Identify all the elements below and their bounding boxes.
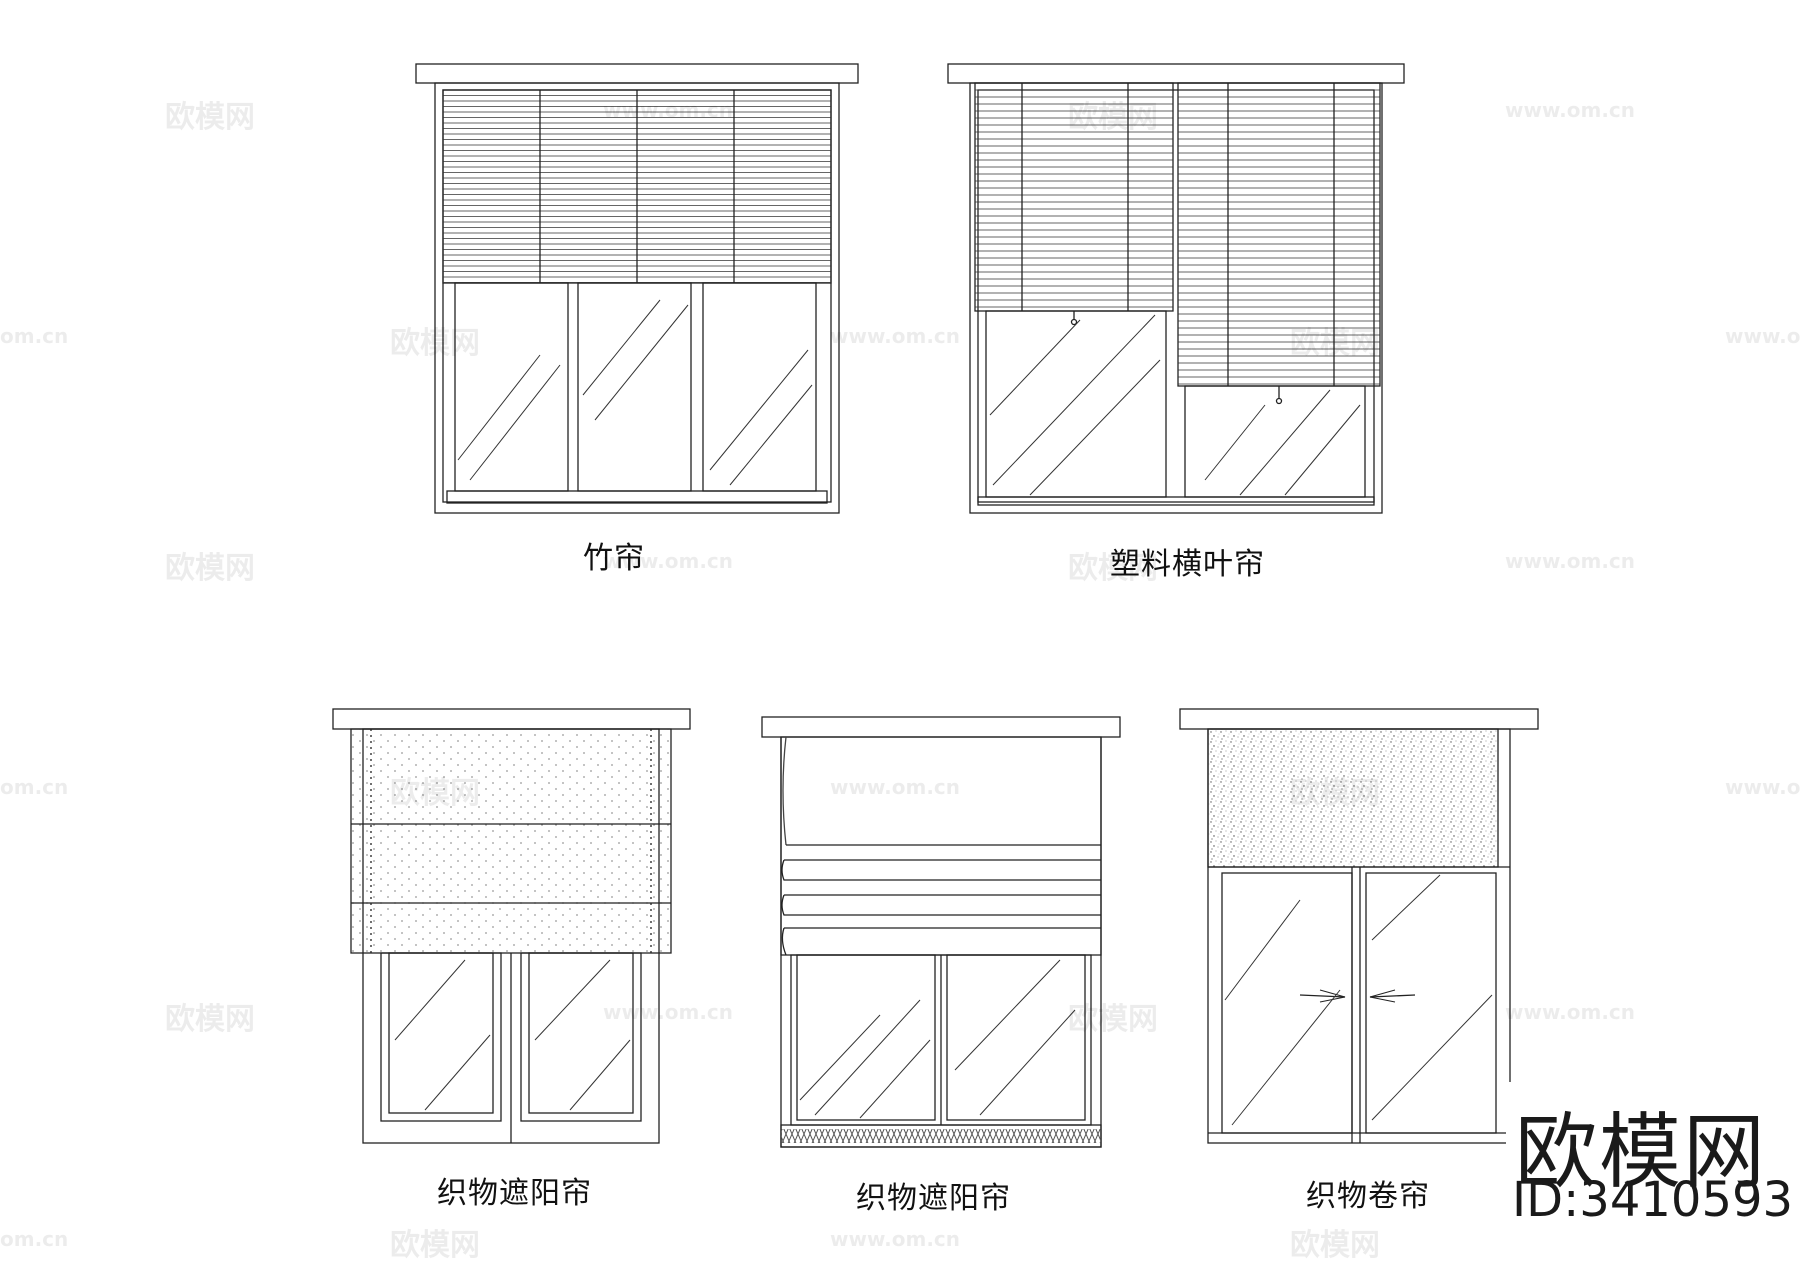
glass-pane: [702, 282, 817, 492]
glass-pane: [1221, 872, 1353, 1134]
watermark-text: 欧模网: [390, 326, 480, 361]
caption-fabric-shade-1: 织物遮阳帘: [437, 1176, 592, 1211]
watermark-text: 欧模网: [390, 776, 480, 811]
glass-pane: [985, 310, 1167, 498]
watermark-text: 欧模网: [1068, 1002, 1158, 1037]
glass-pane: [1365, 872, 1497, 1134]
bamboo-blind-window: [415, 63, 859, 514]
glass-pane: [946, 954, 1086, 1121]
watermark-url: www.om.cn: [1505, 98, 1636, 122]
glass-pane: [577, 282, 692, 492]
glass-pane: [796, 954, 936, 1121]
fabric-shade: [350, 728, 672, 954]
glass-pane: [1184, 385, 1366, 498]
brand-logo-text: 欧模网: [1515, 1105, 1768, 1200]
caption-plastic: 塑料横叶帘: [1110, 547, 1265, 582]
watermark-url: www.om.cn: [830, 324, 961, 348]
watermark-url: www.om.cn: [830, 775, 961, 799]
glass-pane: [520, 952, 642, 1122]
door-handle: [1369, 994, 1416, 998]
watermark-url: www.om.cn: [603, 549, 734, 573]
header-board: [332, 708, 691, 730]
watermark-url: www.om.cn: [1725, 324, 1800, 348]
fabric-shade: [780, 737, 1102, 956]
window-frame: [434, 82, 840, 514]
watermark-text: 欧模网: [165, 100, 255, 135]
fabric-shade-window-1: [332, 708, 691, 1144]
brand-badge-bg: [1506, 1082, 1786, 1262]
watermark-url: www.om.cn: [1505, 1000, 1636, 1024]
caption-bamboo: 竹帘: [583, 541, 645, 576]
watermark-text: 欧模网: [1290, 1228, 1380, 1263]
watermark-text: 欧模网: [1290, 776, 1380, 811]
watermark-url: om.cn: [0, 324, 69, 348]
watermark-text: 欧模网: [1068, 551, 1158, 586]
header-board: [415, 63, 859, 84]
watermark-text: 欧模网: [1068, 100, 1158, 135]
glass-pane: [380, 952, 502, 1122]
header-board: [947, 63, 1405, 84]
watermark-url: om.cn: [0, 1227, 69, 1251]
watermark-text: 欧模网: [1290, 326, 1380, 361]
fabric-shade-window-2: [761, 716, 1121, 1148]
caption-fabric-roller: 织物卷帘: [1306, 1179, 1430, 1214]
door-handle: [1299, 994, 1346, 998]
plastic-blind-window: [947, 63, 1405, 514]
asset-id: ID:3410593: [1512, 1172, 1794, 1228]
header-board: [761, 716, 1121, 738]
glass-pane: [454, 282, 569, 492]
watermark-url: www.om.cn: [603, 1000, 734, 1024]
watermark-url: www.om.cn: [1725, 775, 1800, 799]
watermark-text: 欧模网: [165, 1002, 255, 1037]
header-board: [1179, 708, 1539, 730]
caption-fabric-shade-2: 织物遮阳帘: [856, 1181, 1011, 1216]
watermark-text: 欧模网: [390, 1228, 480, 1263]
window-frame: [969, 82, 1383, 514]
fabric-roller-window: [1179, 708, 1539, 1144]
watermark-url: www.om.cn: [830, 1227, 961, 1251]
watermark-url: www.om.cn: [1505, 549, 1636, 573]
watermark-url: om.cn: [0, 775, 69, 799]
watermark-url: www.om.cn: [603, 98, 734, 122]
watermark-text: 欧模网: [165, 551, 255, 586]
roller-shade: [1207, 728, 1499, 868]
